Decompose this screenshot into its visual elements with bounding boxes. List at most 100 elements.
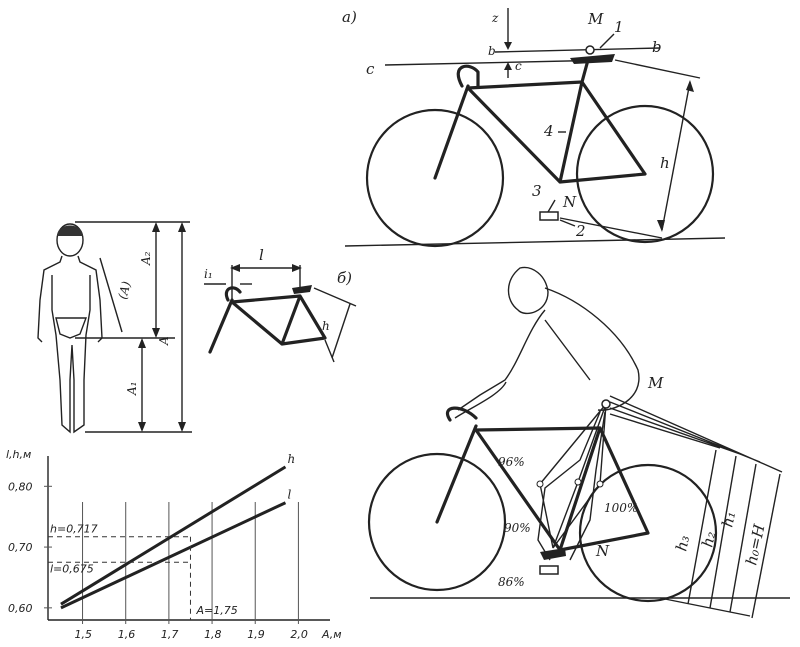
label-m-b: M	[647, 374, 664, 392]
frame-tubes-a	[466, 80, 647, 184]
h-arrow-top	[686, 80, 694, 92]
rider-legs	[537, 411, 606, 561]
h-arrow-bottom	[657, 220, 665, 232]
figure-body	[37, 255, 103, 434]
pedal-b	[539, 565, 559, 575]
knee-pt-1	[536, 480, 544, 488]
rear-wheel-a	[575, 104, 715, 244]
point-m-b	[601, 399, 611, 409]
label-3: 3	[532, 182, 542, 200]
label-n-b: N	[595, 542, 610, 560]
x-tick-label: 1,6	[118, 628, 136, 641]
annotation-l-value: l=0,675	[50, 562, 94, 575]
leader-2	[559, 219, 576, 227]
ground-line-a	[344, 237, 726, 247]
series-line-h	[60, 465, 287, 606]
figure-shorts	[55, 317, 88, 339]
panel-a-marker: а)	[342, 8, 357, 26]
point-m-a	[585, 45, 595, 55]
y-tick-label: 0,80	[8, 480, 33, 493]
x-tick-label: 2,0	[290, 628, 308, 641]
label-z: z	[491, 11, 499, 25]
label-1: 1	[614, 18, 624, 36]
rider-torso-arms	[454, 287, 640, 419]
seat-post-a	[580, 58, 590, 84]
rider-shoe	[540, 548, 566, 560]
sketch-h-ext-bottom	[324, 339, 335, 363]
a1-arrows	[138, 338, 146, 432]
sketch-saddle	[292, 285, 312, 294]
front-wheel-a	[365, 108, 505, 248]
label-n-a: N	[562, 193, 577, 211]
front-wheel-b	[367, 452, 507, 592]
y-tick-label: 0,70	[8, 541, 33, 554]
label-h-sketch: h	[322, 319, 330, 333]
human-figure-panel: A₂ (A) A₁ A	[37, 221, 192, 434]
arm-dim	[99, 257, 123, 333]
leg-construction-lines	[539, 403, 607, 549]
knee-pt-2	[574, 478, 582, 486]
frame-tubes-b	[474, 426, 650, 552]
label-a-mid: A	[157, 336, 171, 346]
panel-a-bicycle-diagram: а) z M 1 b	[342, 8, 726, 248]
series-line-l	[60, 501, 287, 610]
label-96: 96%	[498, 455, 525, 469]
x-axis-label: A,м	[321, 628, 342, 641]
pedal-a	[539, 211, 559, 221]
h2-dim	[709, 455, 737, 609]
h3-dim	[687, 449, 717, 605]
saddle-a	[570, 54, 615, 64]
rear-wheel-b	[578, 463, 718, 603]
y-axis-label: l,h,м	[6, 448, 31, 461]
sketch-h-ext-top	[313, 287, 357, 307]
annotation-a-value: A=1,75	[195, 604, 237, 617]
h-ext-bottom	[559, 217, 663, 239]
label-86: 86%	[498, 575, 525, 589]
label-c-right: c	[515, 59, 522, 73]
label-m: M	[587, 10, 604, 28]
label-l: l	[259, 246, 264, 264]
series-label-l: l	[287, 488, 291, 502]
label-4: 4	[543, 122, 554, 140]
y-tick-labels: 0,60 0,70 0,80	[8, 480, 33, 615]
h-fan-lines	[609, 395, 783, 473]
figure-hair	[57, 225, 83, 236]
leader-1	[599, 33, 615, 49]
sketch-frame	[230, 294, 327, 346]
label-h2: h₂	[698, 530, 719, 549]
label-b-left: b	[488, 44, 496, 58]
sketch-fork	[208, 286, 242, 354]
panel-b-cyclist-diagram: б) M N 96% 100% 90% 86% h₃ h₂ h₁ h₀	[337, 266, 790, 619]
rider-head	[507, 266, 549, 315]
chart-grid	[44, 485, 299, 624]
h0-dim	[751, 473, 781, 619]
frame-sketch-panel: l i₁ h	[204, 246, 357, 363]
fork-handlebar-b	[435, 406, 478, 524]
x-tick-label: 1,7	[161, 628, 179, 641]
x-tick-label: 1,8	[204, 628, 222, 641]
label-c-left: c	[366, 60, 375, 78]
label-h-a: h	[660, 154, 670, 172]
knee-pt-3	[596, 480, 604, 488]
series-group: hl	[60, 452, 295, 610]
c-arrowhead	[504, 62, 512, 70]
reference-line-b	[494, 47, 661, 53]
panel-b-marker: б)	[337, 269, 352, 287]
label-h1: h₁	[718, 510, 739, 529]
crank-a	[547, 199, 556, 213]
y-tick-label: 0,60	[8, 602, 33, 615]
label-a1: A₁	[125, 382, 139, 396]
label-2: 2	[575, 222, 586, 240]
h-base-line	[659, 597, 751, 617]
x-tick-label: 1,5	[75, 628, 93, 641]
h-ext-top	[614, 59, 701, 79]
h-dimension-line	[661, 81, 691, 231]
label-b-right: b	[652, 38, 662, 56]
label-h0: h₀=H	[742, 522, 768, 567]
h1-dim	[729, 463, 757, 613]
label-90: 90%	[504, 521, 531, 535]
annotation-h-value: h=0,717	[50, 523, 98, 536]
label-a-vert: (A)	[115, 279, 133, 300]
